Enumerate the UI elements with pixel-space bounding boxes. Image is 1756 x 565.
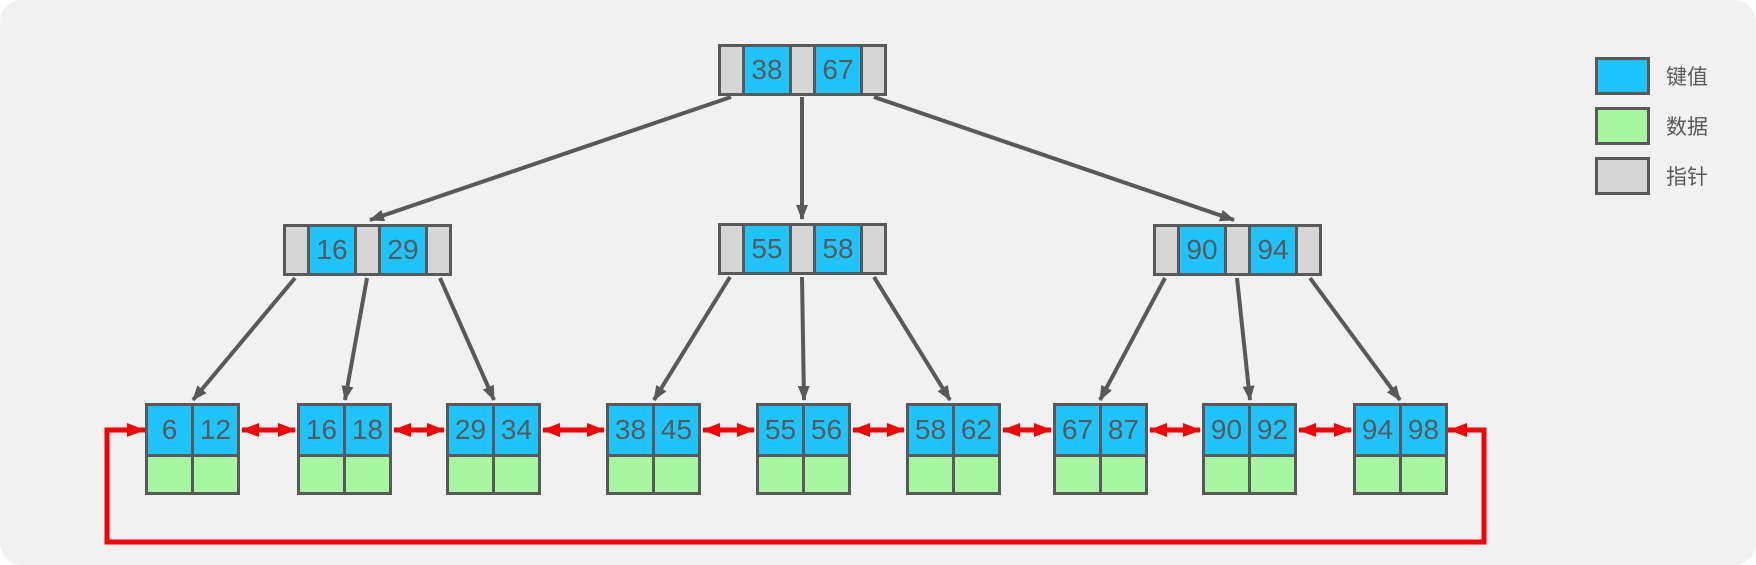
pointer-cell (428, 227, 449, 273)
data-cell (1356, 457, 1399, 492)
key-cell: 94 (1356, 406, 1399, 454)
legend-row-data: 数据 (1595, 107, 1708, 145)
pointer-cell (1156, 227, 1177, 273)
data-cell (148, 457, 191, 492)
leaf-node-7: 67 87 (1053, 403, 1148, 495)
pointer-cell (863, 226, 884, 272)
data-cell (655, 457, 698, 492)
root-to-internal-arrows (369, 95, 1235, 222)
data-cell (1102, 457, 1145, 492)
internal-node-middle: 55 58 (718, 223, 887, 275)
legend-row-key: 键值 (1595, 57, 1708, 95)
data-cell (449, 457, 492, 492)
key-cell: 67 (1056, 406, 1099, 454)
key-cell: 38 (609, 406, 652, 454)
key-cell: 90 (1205, 406, 1248, 454)
leaf-node-6: 58 62 (906, 403, 1001, 495)
data-cell (1251, 457, 1294, 492)
key-cell: 34 (495, 406, 538, 454)
leaf-node-2: 16 18 (297, 403, 392, 495)
pointer-cell (863, 47, 884, 93)
root-node: 38 67 (718, 44, 887, 96)
key-cell: 12 (194, 406, 237, 454)
key-cell: 58 (909, 406, 952, 454)
key-cell: 56 (805, 406, 848, 454)
pointer-cell (1298, 227, 1319, 273)
legend-row-pointer: 指针 (1595, 157, 1708, 195)
legend-label: 数据 (1666, 116, 1708, 139)
leaf-node-3: 29 34 (446, 403, 541, 495)
key-cell: 29 (449, 406, 492, 454)
internal-to-leaf-arrows (191, 275, 1402, 402)
pointer-cell (792, 226, 813, 272)
key-cell: 92 (1251, 406, 1294, 454)
key-cell: 55 (759, 406, 802, 454)
pointer-cell (1227, 227, 1248, 273)
data-cell (300, 457, 343, 492)
pointer-cell (357, 227, 378, 273)
legend: 键值 数据 指针 (1595, 57, 1708, 195)
data-cell (805, 457, 848, 492)
key-cell: 29 (381, 227, 425, 273)
pointer-cell (286, 227, 307, 273)
data-cell (194, 457, 237, 492)
data-cell (346, 457, 389, 492)
leaf-node-5: 55 56 (756, 403, 851, 495)
internal-node-right: 90 94 (1153, 224, 1322, 276)
key-cell: 67 (816, 47, 860, 93)
leaf-node-8: 90 92 (1202, 403, 1297, 495)
data-cell (495, 457, 538, 492)
key-cell: 16 (310, 227, 354, 273)
key-cell: 58 (816, 226, 860, 272)
data-cell (909, 457, 952, 492)
key-cell: 16 (300, 406, 343, 454)
key-cell: 62 (955, 406, 998, 454)
data-cell (1056, 457, 1099, 492)
pointer-cell (721, 47, 742, 93)
data-cell (1205, 457, 1248, 492)
legend-label: 键值 (1666, 66, 1708, 89)
key-cell: 6 (148, 406, 191, 454)
pointer-cell (792, 47, 813, 93)
legend-swatch-data (1595, 107, 1650, 145)
key-cell: 94 (1251, 227, 1295, 273)
key-cell: 18 (346, 406, 389, 454)
leaf-node-9: 94 98 (1353, 403, 1448, 495)
leaf-node-1: 6 12 (145, 403, 240, 495)
key-cell: 98 (1402, 406, 1445, 454)
leaf-node-4: 38 45 (606, 403, 701, 495)
legend-label: 指针 (1666, 166, 1708, 189)
data-cell (609, 457, 652, 492)
legend-swatch-pointer (1595, 157, 1650, 195)
key-cell: 38 (745, 47, 789, 93)
data-cell (955, 457, 998, 492)
key-cell: 55 (745, 226, 789, 272)
key-cell: 87 (1102, 406, 1145, 454)
pointer-cell (721, 226, 742, 272)
data-cell (759, 457, 802, 492)
data-cell (1402, 457, 1445, 492)
key-cell: 90 (1180, 227, 1224, 273)
legend-swatch-key (1595, 57, 1650, 95)
key-cell: 45 (655, 406, 698, 454)
internal-node-left: 16 29 (283, 224, 452, 276)
